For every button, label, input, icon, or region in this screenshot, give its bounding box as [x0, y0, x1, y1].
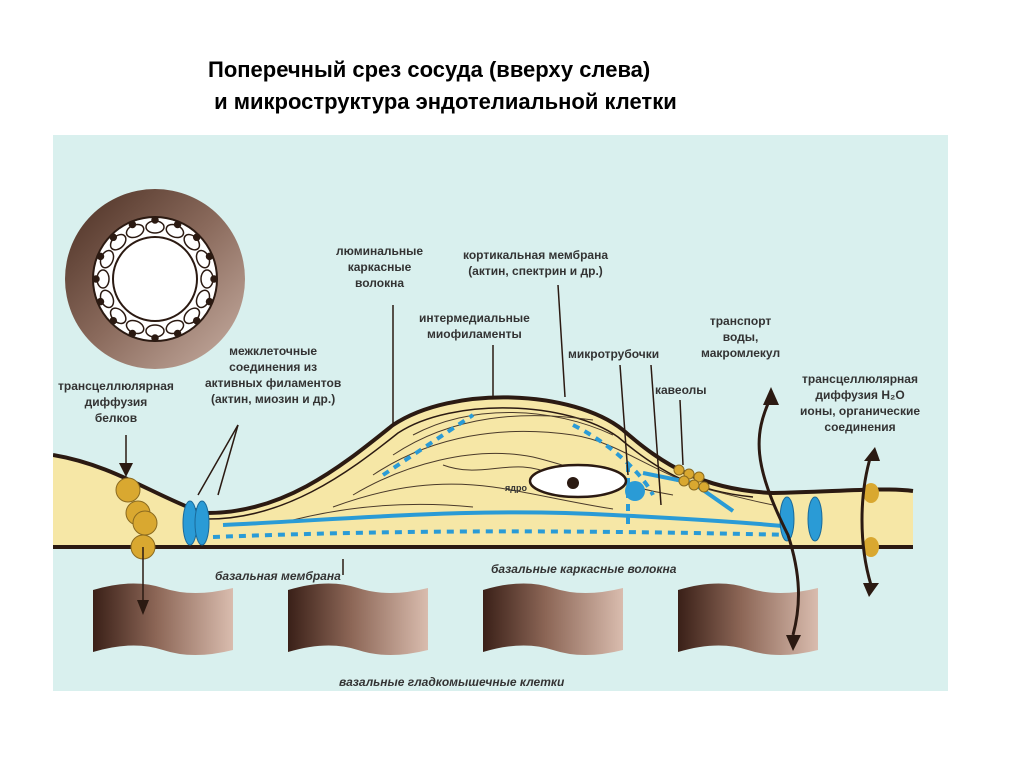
- ring-cell-nucleus: [128, 220, 137, 229]
- ring-cell-nucleus: [173, 220, 182, 229]
- label-smooth-muscle: вазальные гладкомышечные клетки: [339, 675, 565, 689]
- ring-cell-nucleus: [151, 216, 159, 224]
- ring-cell-nucleus: [109, 233, 118, 242]
- ring-cell-nucleus: [192, 316, 201, 325]
- ring-cell-nucleus: [109, 316, 118, 325]
- ring-cell-nucleus: [192, 233, 201, 242]
- ring-cell-nucleus: [151, 334, 159, 342]
- caveolae-vesicles: [673, 464, 710, 493]
- title-line-1: Поперечный срез сосуда (вверху слева): [208, 57, 651, 82]
- label-basal-membrane: базальная мембрана: [215, 569, 341, 583]
- ring-cell-nucleus: [205, 252, 214, 261]
- microtubule-center: [625, 481, 645, 501]
- ring-cell-nucleus: [96, 252, 105, 261]
- label-caveolae: кавеолы: [655, 383, 707, 397]
- ring-cell-nucleus: [128, 329, 137, 338]
- ring-cell-nucleus: [96, 297, 105, 306]
- ring-cell-nucleus: [210, 275, 218, 283]
- ring-cell-nucleus: [173, 329, 182, 338]
- label-basal-fibers: базальные каркасные волокна: [491, 562, 677, 576]
- nucleus: [528, 463, 628, 499]
- endothelial-cell-diagram: [53, 189, 914, 655]
- smooth-muscle-cells: [93, 583, 818, 655]
- page-title: Поперечный срез сосуда (вверху слева) и …: [208, 54, 677, 118]
- ring-cell-nucleus: [92, 275, 100, 283]
- leader-lines: [125, 284, 684, 605]
- title-line-2: и микроструктура эндотелиальной клетки: [208, 89, 677, 114]
- water-channels: [863, 483, 879, 557]
- label-microtubules: микротрубочки: [568, 347, 660, 361]
- junctions: [182, 496, 823, 546]
- vessel-cross-section: [65, 189, 245, 369]
- ring-cell-nucleus: [205, 297, 214, 306]
- label-cortical-membrane: кортикальная мембрана(актин, спектрин и …: [463, 248, 608, 278]
- label-nucleus: ядро: [505, 483, 527, 493]
